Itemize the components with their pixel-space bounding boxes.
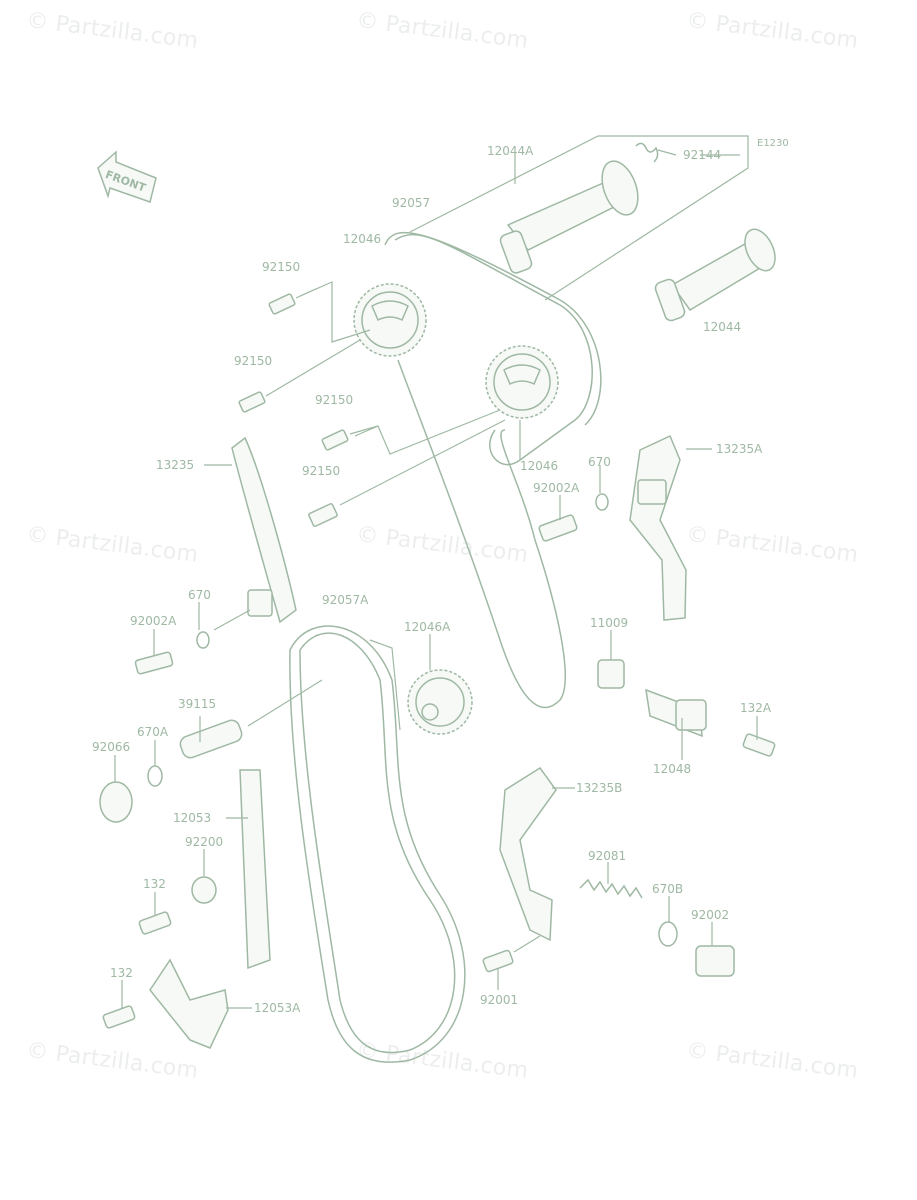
part-label-12046-top[interactable]: 12046 <box>343 232 382 246</box>
part-label-13235B[interactable]: 13235B <box>576 781 623 795</box>
part-label-12048[interactable]: 12048 <box>653 762 692 776</box>
camshaft-12044 <box>654 228 776 322</box>
part-label-12044[interactable]: 12044 <box>703 320 742 334</box>
bolt-92001 <box>482 949 514 973</box>
part-label-12046-mid[interactable]: 12046 <box>520 459 559 473</box>
bolt-132-b <box>102 1005 136 1029</box>
part-label-92057A[interactable]: 92057A <box>322 593 369 607</box>
pin-39115 <box>179 719 243 759</box>
bolt-92150-c <box>321 425 379 451</box>
part-label-92150-b[interactable]: 92150 <box>234 354 273 368</box>
part-label-92200[interactable]: 92200 <box>185 835 224 849</box>
timing-chain-92057A <box>299 632 456 1054</box>
plug-92066 <box>99 781 133 823</box>
part-label-12046A[interactable]: 12046A <box>404 620 451 634</box>
gasket-11009 <box>597 659 625 689</box>
bolt-92002A-left <box>134 651 174 675</box>
part-label-92002A-b[interactable]: 92002A <box>130 614 177 628</box>
o-ring-670A <box>147 765 163 787</box>
part-label-670B[interactable]: 670B <box>652 882 684 896</box>
camshaft-12044A <box>499 160 639 274</box>
sprocket-12046-top <box>353 283 427 357</box>
bolt-132-a <box>138 911 172 935</box>
tensioner-guide-13235A <box>629 434 687 621</box>
part-label-13235[interactable]: 13235 <box>156 458 195 472</box>
bolt-92150-d <box>308 419 506 527</box>
sprocket-12046A <box>407 669 473 735</box>
part-label-92150-c[interactable]: 92150 <box>315 393 354 407</box>
part-label-132A[interactable]: 132A <box>740 701 772 715</box>
o-ring-670B <box>658 921 678 947</box>
chain-guide-13235 <box>231 436 297 624</box>
sprocket-12046-mid <box>485 345 559 419</box>
part-label-92081[interactable]: 92081 <box>588 849 627 863</box>
part-label-92144[interactable]: 92144 <box>683 148 722 162</box>
part-label-12053[interactable]: 12053 <box>173 811 212 825</box>
part-label-92002A-a[interactable]: 92002A <box>533 481 580 495</box>
front-arrow-icon <box>97 150 157 203</box>
chain-guide-12053 <box>239 769 271 970</box>
part-label-92001[interactable]: 92001 <box>480 993 519 1007</box>
part-label-92057[interactable]: 92057 <box>392 196 431 210</box>
part-label-13235A[interactable]: 13235A <box>716 442 763 456</box>
part-label-670-a[interactable]: 670 <box>588 455 611 469</box>
part-label-92002[interactable]: 92002 <box>691 908 730 922</box>
part-label-11009[interactable]: 11009 <box>590 616 629 630</box>
bolt-132A <box>742 733 776 757</box>
part-label-670A[interactable]: 670A <box>137 725 169 739</box>
bolt-92002A-right <box>538 514 578 542</box>
o-ring-670-left <box>196 631 210 649</box>
part-label-92150-d[interactable]: 92150 <box>302 464 341 478</box>
tensioner-12048 <box>645 688 707 738</box>
part-label-92066[interactable]: 92066 <box>92 740 131 754</box>
tensioner-guide-13235B <box>499 766 557 942</box>
spring-92081 <box>579 878 643 899</box>
part-label-132-b[interactable]: 132 <box>110 966 133 980</box>
o-ring-670-right <box>595 493 609 511</box>
plug-92002 <box>695 945 735 977</box>
chain-guide-12053A <box>149 958 229 1049</box>
part-label-132-a[interactable]: 132 <box>143 877 166 891</box>
washer-92200 <box>191 876 217 904</box>
cam-chain-92057 <box>394 233 593 709</box>
bolt-92150-b <box>238 339 361 413</box>
part-label-670-b[interactable]: 670 <box>188 588 211 602</box>
spring-92144 <box>635 142 659 163</box>
part-label-12044A[interactable]: 12044A <box>487 144 534 158</box>
diagram-code: E1230 <box>757 138 789 149</box>
part-label-92150-a[interactable]: 92150 <box>262 260 301 274</box>
part-label-12053A[interactable]: 12053A <box>254 1001 301 1015</box>
leader-12044A-bracket <box>409 135 749 301</box>
part-label-39115[interactable]: 39115 <box>178 697 217 711</box>
